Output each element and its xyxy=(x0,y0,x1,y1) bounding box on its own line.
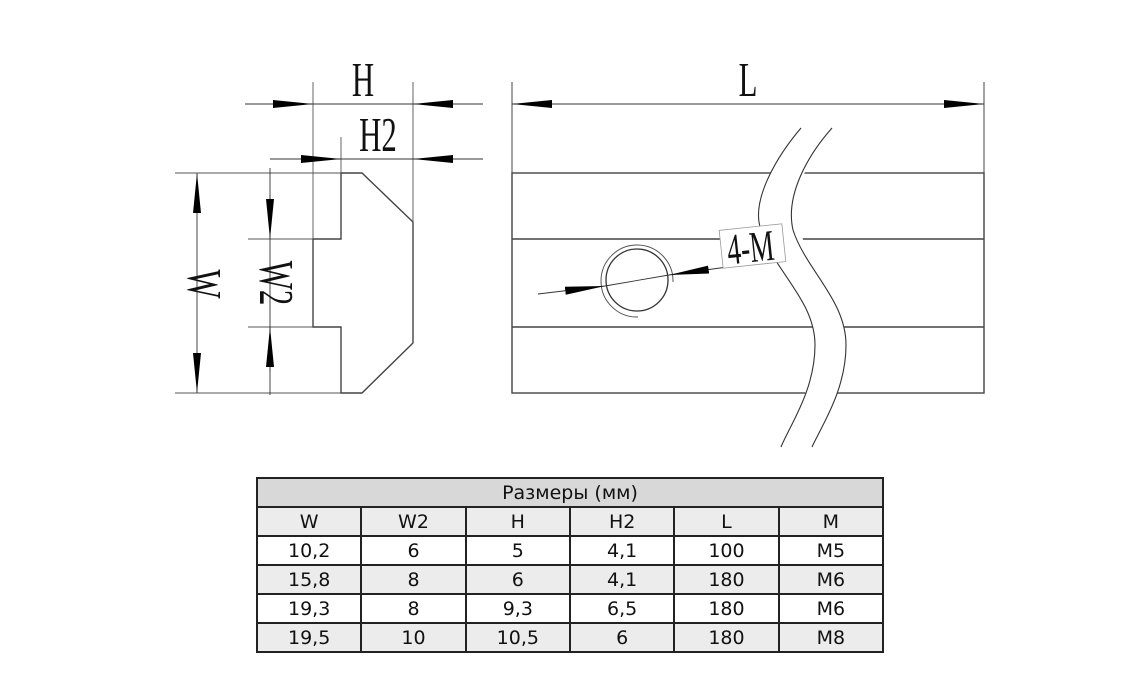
profile-outline xyxy=(312,172,414,394)
cell-h: 5 xyxy=(464,535,571,566)
cell-w: 15,8 xyxy=(255,564,363,595)
cell-h: 9,3 xyxy=(464,593,571,624)
table-row: 19,5 10 10,5 6 180 M8 xyxy=(255,622,885,653)
cell-w2: 6 xyxy=(360,535,467,566)
cell-w2: 10 xyxy=(360,622,467,653)
cell-h: 10,5 xyxy=(464,622,571,653)
technical-drawing: H H2 W W2 L xyxy=(175,53,985,448)
label-h: H xyxy=(352,53,374,107)
cell-m: M6 xyxy=(777,564,885,595)
dimensions-table: Размеры (мм) W W2 H H2 L M 10,2 6 5 4,1 … xyxy=(255,477,885,653)
cell-m: M5 xyxy=(777,535,885,566)
cell-l: 180 xyxy=(673,622,780,653)
label-4-m: 4-M xyxy=(724,220,776,274)
table-row: 15,8 8 6 4,1 180 M6 xyxy=(255,564,885,595)
cell-h2: 6 xyxy=(568,622,676,653)
profile-view xyxy=(312,172,414,394)
cell-w: 19,5 xyxy=(255,622,363,653)
cell-l: 100 xyxy=(673,535,780,566)
cell-w2: 8 xyxy=(360,593,467,624)
dimension-l xyxy=(511,82,985,173)
break-lines xyxy=(758,127,847,448)
cell-w: 10,2 xyxy=(255,535,363,566)
table-row: 10,2 6 5 4,1 100 M5 xyxy=(255,535,885,566)
cell-h2: 4,1 xyxy=(568,535,676,566)
cell-m: M8 xyxy=(777,622,885,653)
table-row: 19,3 8 9,3 6,5 180 M6 xyxy=(255,593,885,624)
hole-inner-circle xyxy=(605,248,669,312)
cell-w: 19,3 xyxy=(255,593,363,624)
cell-l: 180 xyxy=(673,593,780,624)
hole-label-box: 4-M xyxy=(718,220,787,274)
cell-h: 6 xyxy=(464,564,571,595)
column-header-m: M xyxy=(777,506,885,537)
cell-l: 180 xyxy=(673,564,780,595)
side-view xyxy=(511,172,985,394)
column-header-w: W xyxy=(255,506,363,537)
column-header-h2: H2 xyxy=(568,506,676,537)
cell-h2: 4,1 xyxy=(568,564,676,595)
break-mask xyxy=(758,128,846,447)
label-w2: W2 xyxy=(249,261,303,305)
column-header-h: H xyxy=(464,506,571,537)
cell-h2: 6,5 xyxy=(568,593,676,624)
table-title: Размеры (мм) xyxy=(256,477,884,508)
cell-m: M6 xyxy=(777,593,885,624)
hole xyxy=(600,244,674,318)
table-title-row: Размеры (мм) xyxy=(256,477,884,508)
cell-w2: 8 xyxy=(360,564,467,595)
table-header-row: W W2 H H2 L M xyxy=(255,506,885,537)
label-h2: H2 xyxy=(359,108,397,162)
column-header-l: L xyxy=(673,506,780,537)
label-w: W xyxy=(177,269,231,299)
label-l: L xyxy=(739,53,758,107)
hole-thread-arc xyxy=(600,244,674,318)
column-header-w2: W2 xyxy=(360,506,467,537)
